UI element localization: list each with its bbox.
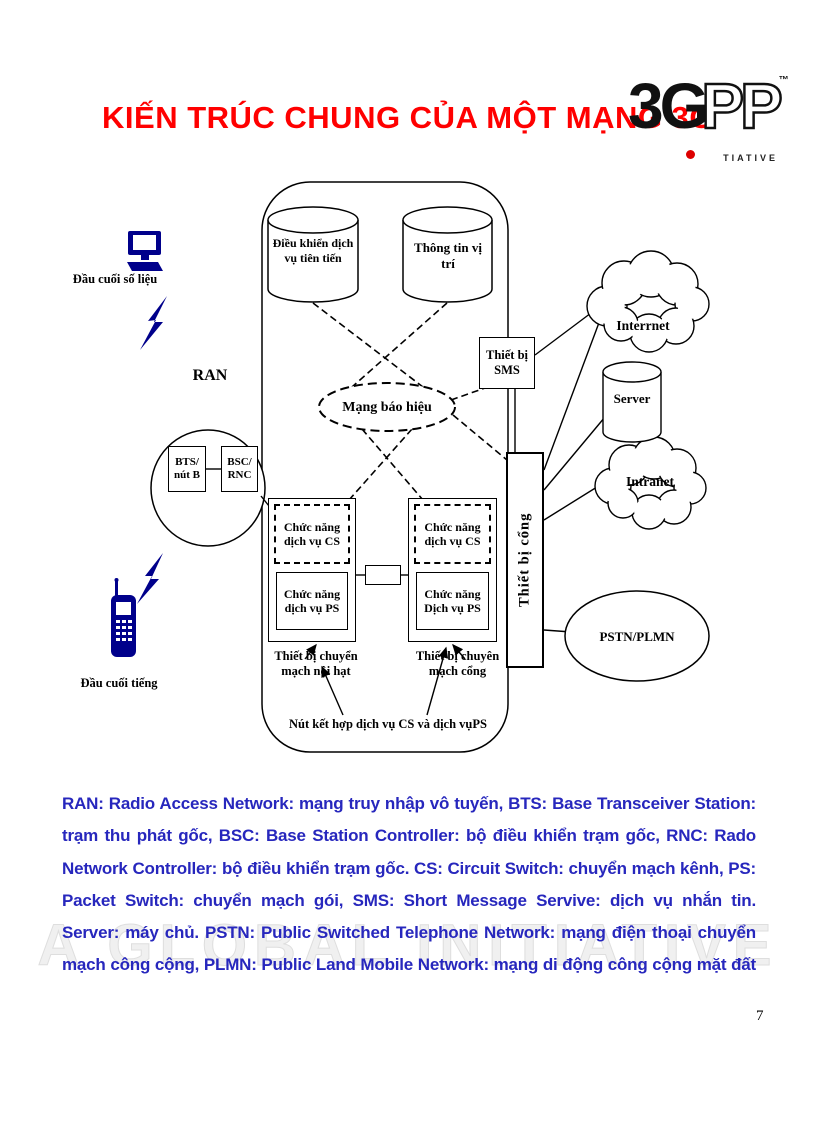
signaling-network-ellipse xyxy=(318,382,456,432)
ran-label: RAN xyxy=(192,367,228,384)
signaling-links xyxy=(312,302,508,501)
server-label: Server xyxy=(613,391,651,406)
logo-pp: PP xyxy=(700,70,784,142)
cs-bridge-box xyxy=(365,565,401,585)
data-terminal-label: Đầu cuối số liệu xyxy=(72,272,158,286)
logo-text: 3GPP™ xyxy=(628,73,789,140)
voice-terminal-label: Đầu cuối tiếng xyxy=(80,676,158,690)
logo-red-dot-icon xyxy=(686,150,695,159)
service-control-db-icon xyxy=(267,206,359,303)
signaling-network-label: Mạng báo hiệu xyxy=(342,400,432,415)
page-title: KIẾN TRÚC CHUNG CỦA MỘT MẠNG 3G xyxy=(102,100,714,135)
sms-equipment-box: Thiết bị SMS xyxy=(479,337,535,389)
server-cylinder-icon xyxy=(602,361,662,443)
intranet-cloud-icon xyxy=(594,436,707,530)
computer-icon xyxy=(127,231,163,271)
bsc-node-box: BSC/ RNC xyxy=(221,446,258,492)
internet-label: Interrnet xyxy=(616,318,670,333)
intranet-label: Intranet xyxy=(626,474,674,489)
combined-node-label: Nút kết hợp dịch vụ CS và dịch vụPS xyxy=(289,717,487,731)
local-switch-label: Thiết bị chuyển mạch nội hạt xyxy=(274,649,358,679)
gateway-equipment-box: Thiết bị cổng xyxy=(506,452,544,668)
service-control-db-label: Điều khiển dịch vụ tiên tiến xyxy=(272,236,354,265)
ran-core-link xyxy=(260,495,270,507)
radio-link-bolt-icon xyxy=(137,553,163,604)
ps-function-left-box: Chức năng dịch vụ PS xyxy=(276,572,348,630)
logo-tagline: TIATIVE xyxy=(723,152,778,163)
location-db-icon xyxy=(402,206,493,303)
internet-cloud-icon xyxy=(586,250,710,353)
gateway-switch-label: Thiết bị chuyên mạch cổng xyxy=(415,649,500,679)
logo-3gpp: 3GPP™ TIATIVE xyxy=(628,73,789,163)
bts-node-box: BTS/ nút B xyxy=(168,446,206,492)
pstn-plmn-label: PSTN/PLMN xyxy=(599,629,675,644)
cs-function-left-box: Chức năng dịch vụ CS xyxy=(274,504,350,564)
ps-function-right-box: Chức năng Dịch vụ PS xyxy=(416,572,489,630)
trademark-symbol: ™ xyxy=(778,75,789,86)
cs-function-right-box: Chức năng dịch vụ CS xyxy=(414,504,491,564)
network-architecture-diagram: Chức năng dịch vụ CS Chức năng dịch vụ P… xyxy=(55,170,775,780)
mobile-phone-icon xyxy=(111,578,136,657)
abbreviation-legend: RAN: Radio Access Network: mạng truy nhậ… xyxy=(62,794,756,975)
page-number: 7 xyxy=(756,1008,764,1024)
logo-3g: 3G xyxy=(628,70,709,142)
pstn-plmn-ellipse xyxy=(564,590,710,682)
radio-link-bolt-icon xyxy=(140,296,167,350)
location-db-label: Thông tin vị trí xyxy=(414,240,482,271)
annotation-arrows xyxy=(304,643,466,716)
